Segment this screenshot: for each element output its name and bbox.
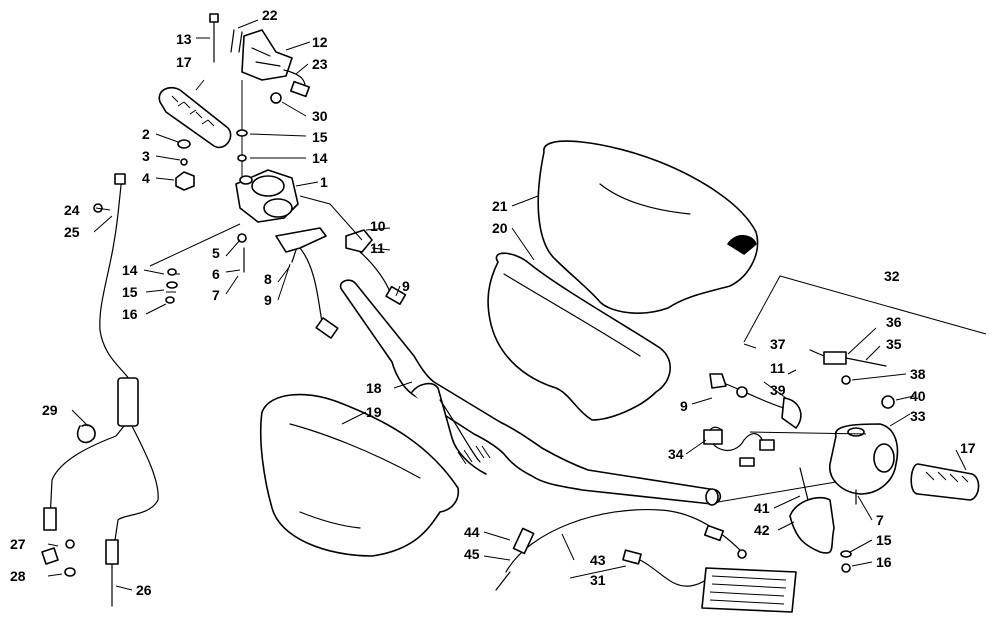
callout-17-right: 17 xyxy=(960,440,976,456)
callout-41: 41 xyxy=(754,500,770,516)
callout-18: 18 xyxy=(366,380,382,396)
callout-9-upper-left: 9 xyxy=(264,292,272,308)
callout-leaders xyxy=(47,19,967,591)
callout-13: 13 xyxy=(176,31,192,47)
callout-32: 32 xyxy=(884,268,900,284)
callout-7-right: 7 xyxy=(876,512,884,528)
callout-29: 29 xyxy=(42,402,58,418)
callout-37: 37 xyxy=(770,336,786,352)
callout-40: 40 xyxy=(910,388,926,404)
callout-27: 27 xyxy=(10,536,26,552)
callout-23: 23 xyxy=(312,56,328,72)
callout-9-upper-right: 9 xyxy=(402,278,410,294)
callout-33: 33 xyxy=(910,408,926,424)
callout-19: 19 xyxy=(366,404,382,420)
callout-4: 4 xyxy=(142,170,150,186)
callout-38: 38 xyxy=(910,366,926,382)
callout-17-left: 17 xyxy=(176,54,192,70)
callout-10: 10 xyxy=(370,218,386,234)
callout-24: 24 xyxy=(64,202,80,218)
callout-35: 35 xyxy=(886,336,902,352)
callout-12: 12 xyxy=(312,34,328,50)
callout-9-right: 9 xyxy=(680,398,688,414)
callout-39: 39 xyxy=(770,382,786,398)
callout-22: 22 xyxy=(262,7,278,23)
callout-43: 43 xyxy=(590,552,606,568)
handlebar xyxy=(339,279,722,506)
callout-15-upper: 15 xyxy=(312,129,328,145)
callout-11-right: 11 xyxy=(770,360,785,376)
callout-11-upper: 11 xyxy=(370,240,385,256)
callout-15-right: 15 xyxy=(876,532,892,548)
callout-15-lower: 15 xyxy=(122,284,138,300)
right-control-assembly xyxy=(703,275,987,573)
callout-8: 8 xyxy=(264,271,272,287)
callout-21: 21 xyxy=(492,198,508,214)
throttle-block-assembly xyxy=(149,13,407,339)
callout-2: 2 xyxy=(142,126,150,142)
callout-6: 6 xyxy=(212,266,220,282)
callout-34: 34 xyxy=(668,446,684,462)
callout-14-lower: 14 xyxy=(122,262,138,278)
callout-42: 42 xyxy=(754,522,770,538)
callout-1: 1 xyxy=(320,174,328,190)
callout-31: 31 xyxy=(590,572,606,588)
callout-3: 3 xyxy=(142,148,150,164)
callout-labels: 13 22 12 17 23 30 15 14 2 3 4 1 24 25 10… xyxy=(10,7,976,598)
callout-26: 26 xyxy=(136,582,152,598)
callout-28: 28 xyxy=(10,568,26,584)
throttle-cable-assembly xyxy=(41,173,159,607)
callout-36: 36 xyxy=(886,314,902,330)
callout-25: 25 xyxy=(64,224,80,240)
callout-16-left: 16 xyxy=(122,306,138,322)
callout-5: 5 xyxy=(212,245,220,261)
callout-30: 30 xyxy=(312,108,328,124)
windshield-assembly xyxy=(487,140,759,421)
handlebar-pad xyxy=(259,393,460,557)
callout-44: 44 xyxy=(464,524,480,540)
callout-16-right: 16 xyxy=(876,554,892,570)
callout-45: 45 xyxy=(464,546,480,562)
callout-20: 20 xyxy=(492,220,508,236)
callout-14-upper: 14 xyxy=(312,150,328,166)
callout-7-left: 7 xyxy=(212,287,220,303)
heater-and-cable-assembly xyxy=(495,508,797,613)
